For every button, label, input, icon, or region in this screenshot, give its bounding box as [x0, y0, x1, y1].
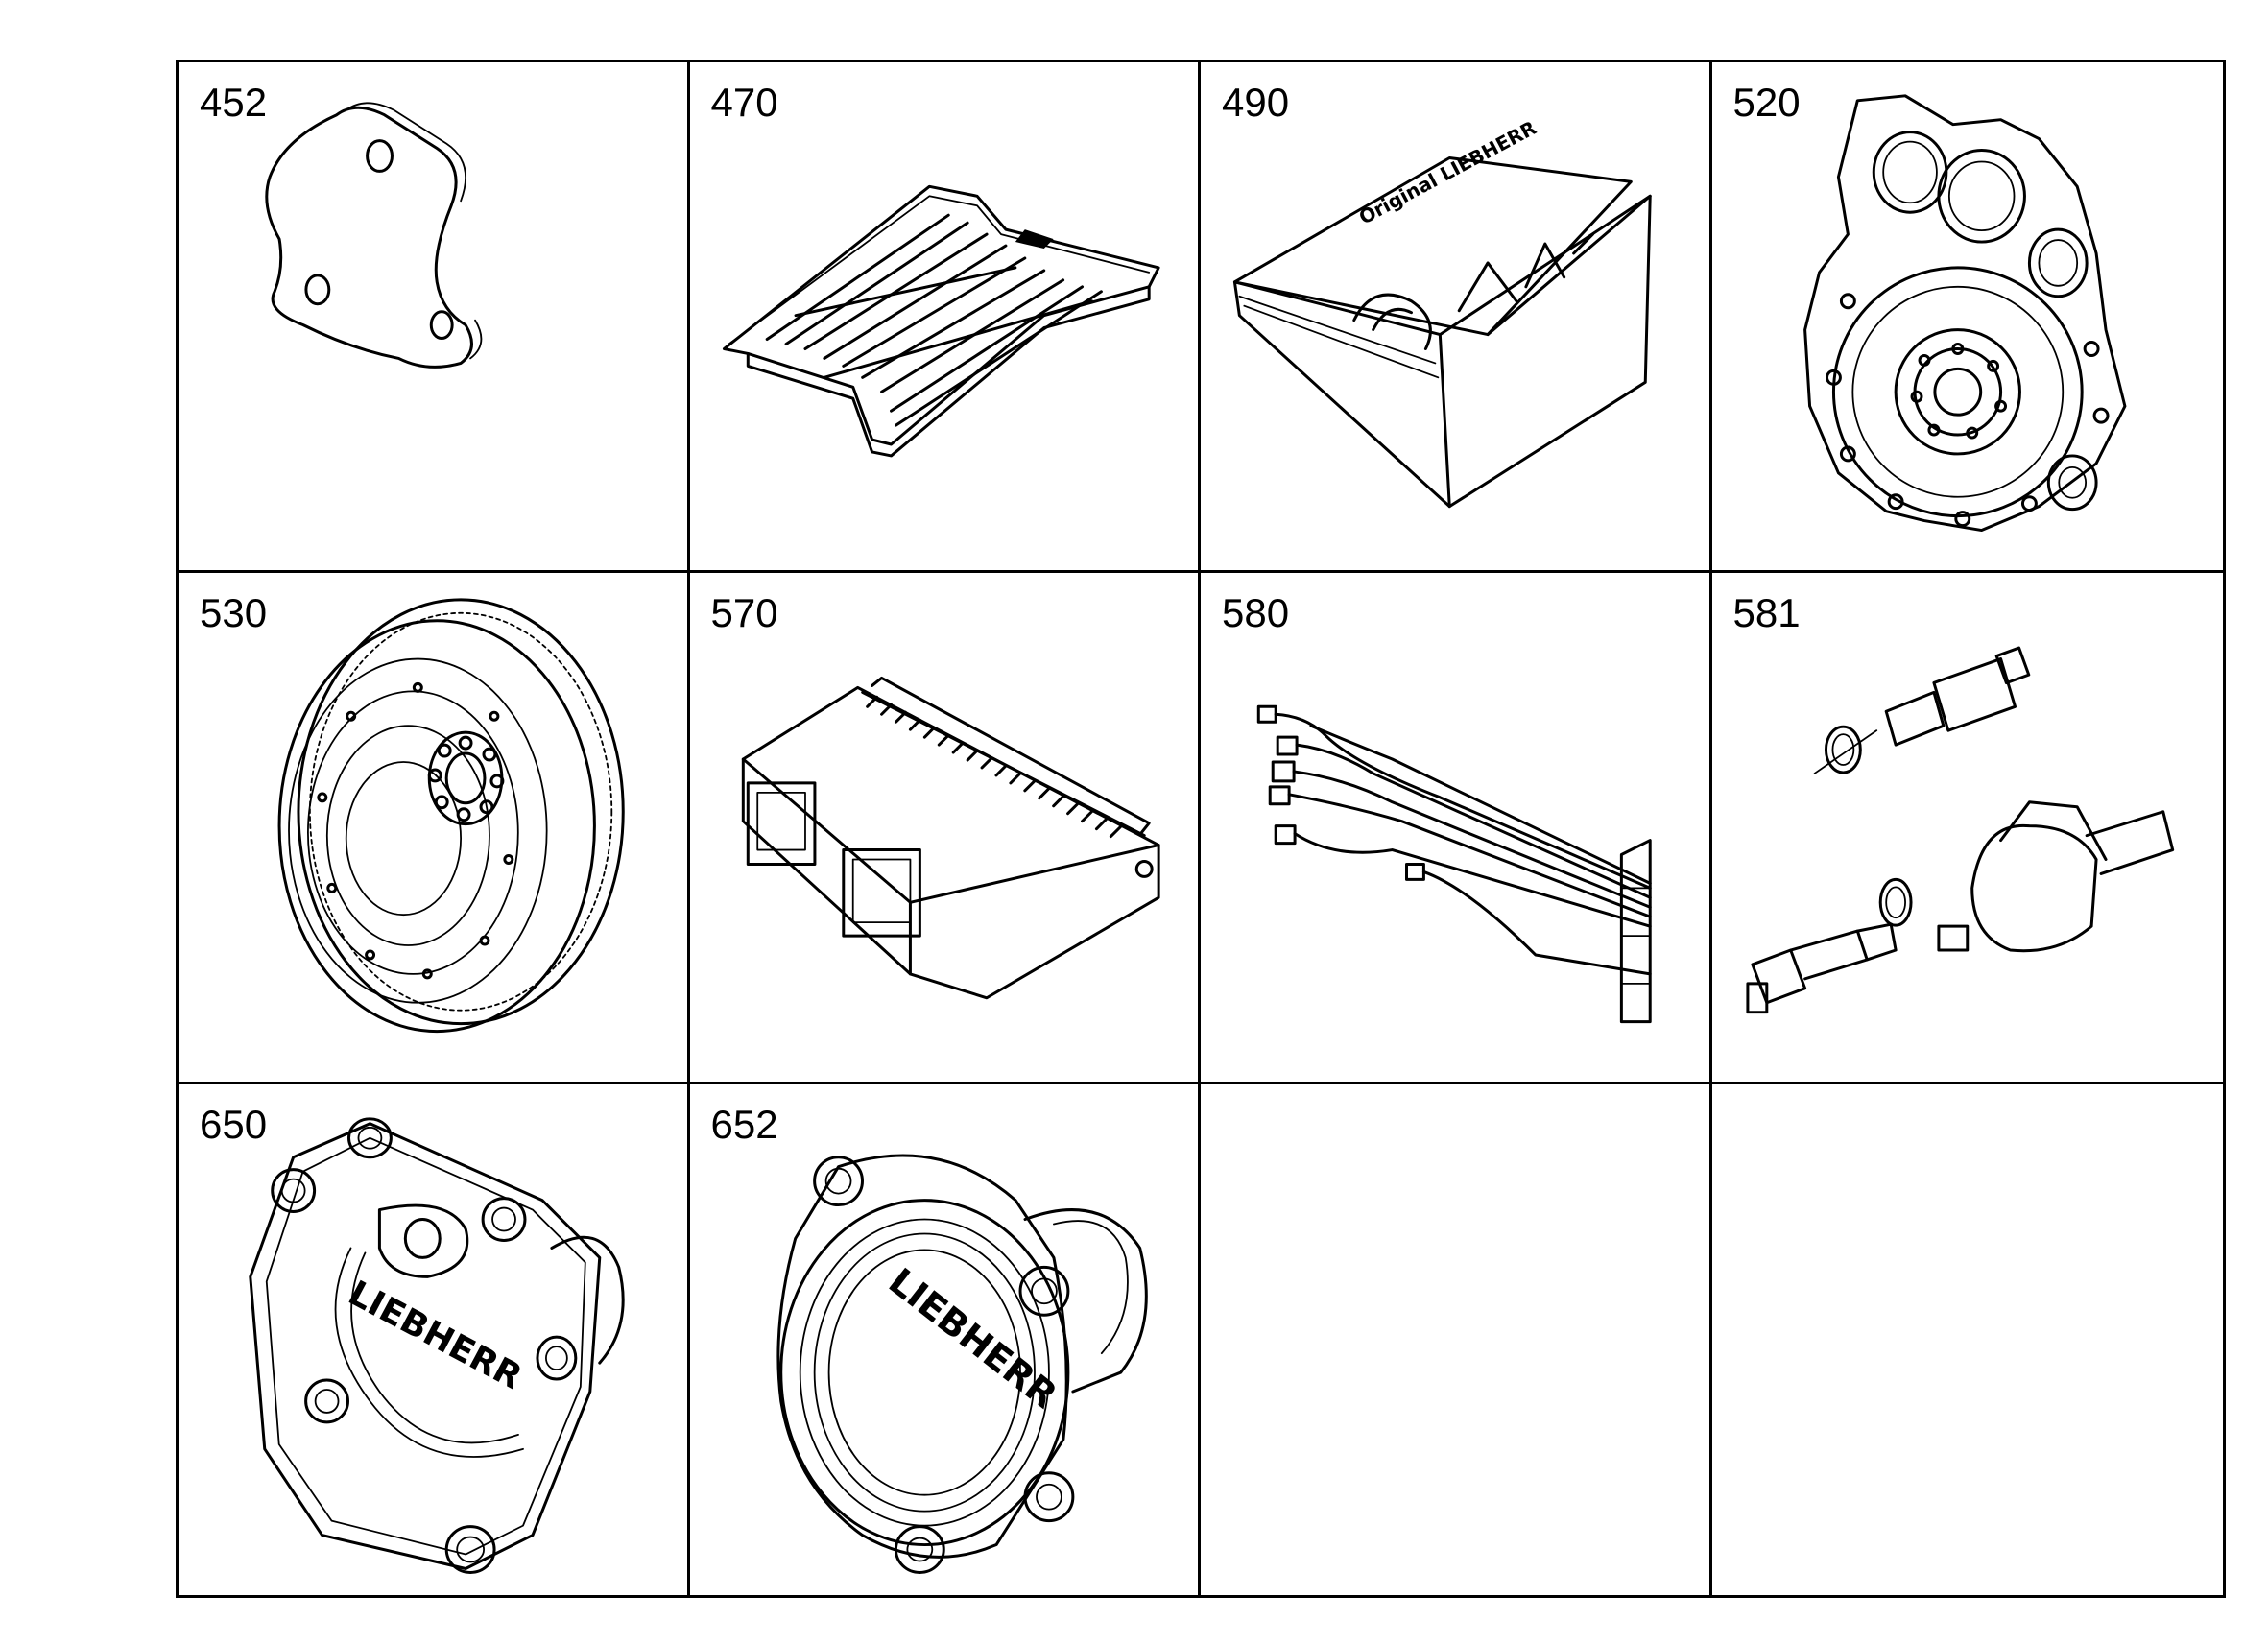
part-cell-452[interactable]: 452	[179, 62, 690, 574]
part-cell-520[interactable]: 520	[1711, 62, 2223, 574]
flywheel-housing-icon	[1802, 94, 2126, 533]
empty-cell	[1712, 1084, 2224, 1595]
part-number: 650	[200, 1101, 268, 1147]
part-number: 470	[710, 80, 778, 125]
wiring-harness-icon	[1256, 705, 1652, 1024]
part-cell-652[interactable]: 652 LIEBHERR	[690, 1084, 1201, 1595]
sensor-set-icon	[1745, 646, 2174, 1014]
part-cell-650[interactable]: 650 LIEBHERR	[179, 1084, 690, 1595]
part-number: 530	[200, 590, 268, 636]
part-cell-490[interactable]: 490 Original LIEBHERR	[1201, 62, 1712, 574]
part-number: 581	[1732, 590, 1801, 636]
flywheel-icon	[277, 598, 625, 1034]
part-number: 452	[200, 80, 268, 125]
part-cell-580[interactable]: 580	[1201, 573, 1712, 1084]
cover-liebherr-icon: LIEBHERR	[249, 1116, 625, 1574]
base-plate-icon	[722, 184, 1160, 458]
part-cell-530[interactable]: 530	[179, 573, 690, 1084]
gasket-plate-icon	[265, 102, 483, 369]
liebherr-logo: LIEBHERR	[342, 1274, 528, 1397]
parts-grid: 452 470 490	[176, 60, 2226, 1598]
part-cell-470[interactable]: 470	[689, 62, 1201, 574]
part-number: 490	[1222, 80, 1290, 125]
part-cell-581[interactable]: 581	[1711, 573, 2223, 1084]
part-number: 580	[1222, 590, 1290, 636]
part-cell-570[interactable]: 570	[689, 573, 1201, 1084]
liebherr-logo: LIEBHERR	[880, 1259, 1064, 1416]
empty-cell	[1201, 1084, 1712, 1595]
box-label: Original LIEBHERR	[1355, 117, 1540, 229]
cover-liebherr-round-icon: LIEBHERR	[776, 1154, 1148, 1574]
part-number: 570	[710, 590, 778, 636]
gasket-kit-box-icon: Original LIEBHERR	[1232, 117, 1652, 509]
control-unit-icon	[741, 677, 1160, 1000]
part-number: 652	[710, 1101, 778, 1147]
part-number: 520	[1732, 80, 1801, 125]
